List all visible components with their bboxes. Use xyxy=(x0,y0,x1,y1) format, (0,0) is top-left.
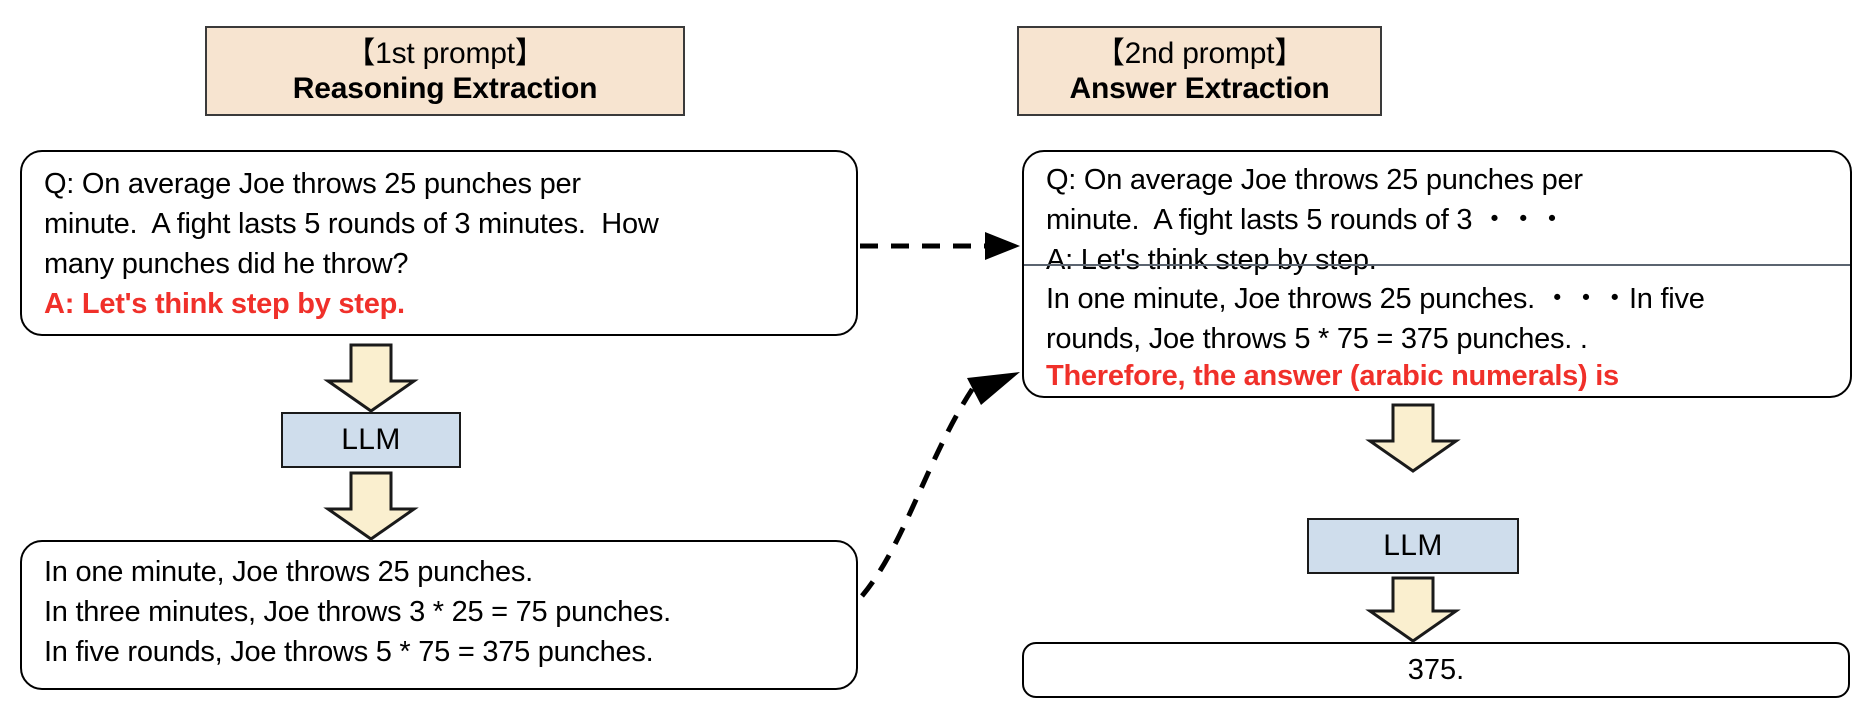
second-prompt-header-line2: Answer Extraction xyxy=(1069,72,1330,105)
first-prompt-header-line1: 【1st prompt】 xyxy=(345,36,545,70)
final-answer-box: 375. xyxy=(1022,642,1850,698)
left-llm-to-output-arrow xyxy=(323,471,419,541)
second-prompt-upper-line-3: A: Let's think step by step. xyxy=(1046,244,1377,276)
left-llm-label: LLM xyxy=(341,423,401,456)
second-prompt-box: Q: On average Joe throws 25 punches per … xyxy=(1022,150,1852,398)
first-prompt-header: 【1st prompt】 Reasoning Extraction xyxy=(205,26,685,116)
second-prompt-header-line1: 【2nd prompt】 xyxy=(1094,36,1305,70)
second-prompt-header: 【2nd prompt】 Answer Extraction xyxy=(1017,26,1382,116)
first-prompt-line-2: minute. A fight lasts 5 rounds of 3 minu… xyxy=(44,208,659,240)
right-llm-box: LLM xyxy=(1307,518,1519,574)
second-prompt-upper-line-1: Q: On average Joe throws 25 punches per xyxy=(1046,164,1583,196)
reasoning-output-line-2: In three minutes, Joe throws 3 * 25 = 75… xyxy=(44,596,671,628)
reasoning-output-line-1: In one minute, Joe throws 25 punches. xyxy=(44,556,533,588)
reasoning-output-box: In one minute, Joe throws 25 punches. In… xyxy=(20,540,858,690)
reasoning-output-line-3: In five rounds, Joe throws 5 * 75 = 375 … xyxy=(44,636,654,668)
second-prompt-upper-line-2: minute. A fight lasts 5 rounds of 3 ・・・ xyxy=(1046,204,1567,236)
left-prompt-to-llm-arrow xyxy=(323,343,419,413)
first-prompt-box: Q: On average Joe throws 25 punches per … xyxy=(20,150,858,336)
prompt-to-second-prompt-arrowhead xyxy=(985,232,1020,260)
second-prompt-lower-line-2: rounds, Joe throws 5 * 75 = 375 punches.… xyxy=(1046,323,1588,355)
second-prompt-divider xyxy=(1024,264,1850,266)
final-answer-text: 375. xyxy=(1407,653,1465,686)
first-prompt-line-3: many punches did he throw? xyxy=(44,248,409,280)
reasoning-to-second-prompt-dashed-curve xyxy=(860,383,978,598)
right-llm-label: LLM xyxy=(1383,529,1443,562)
reasoning-to-second-prompt-arrowhead xyxy=(967,372,1020,405)
first-prompt-line-1: Q: On average Joe throws 25 punches per xyxy=(44,168,581,200)
right-prompt-to-llm-arrow xyxy=(1365,403,1461,473)
first-prompt-header-line2: Reasoning Extraction xyxy=(292,72,598,105)
first-prompt-highlight-line: A: Let's think step by step. xyxy=(44,288,405,320)
left-llm-box: LLM xyxy=(281,412,461,468)
right-llm-to-answer-arrow xyxy=(1365,576,1461,643)
second-prompt-highlight-line: Therefore, the answer (arabic numerals) … xyxy=(1046,360,1619,392)
second-prompt-lower-line-1: In one minute, Joe throws 25 punches. ・・… xyxy=(1046,283,1705,315)
